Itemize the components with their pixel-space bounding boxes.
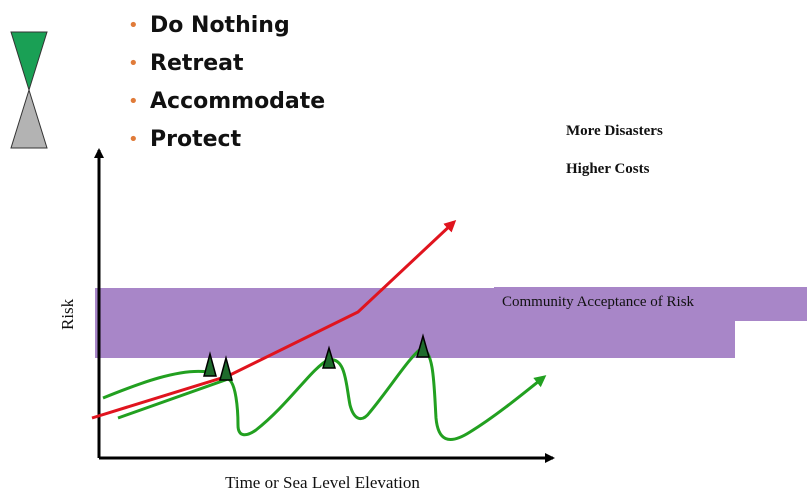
y-axis-label: Risk [58, 298, 77, 330]
band-label: Community Acceptance of Risk [502, 294, 695, 310]
option-label: Protect [150, 126, 242, 152]
adaptation-response-curve [117, 346, 547, 442]
note-more-disasters: More Disasters [566, 123, 663, 139]
option-label: Accommodate [150, 88, 326, 114]
disaster-marker [219, 355, 233, 381]
hourglass-bottom-triangle [10, 88, 48, 149]
x-axis-label-row: Time or Sea Level Elevation [0, 473, 807, 493]
list-item: • Do Nothing [128, 6, 325, 44]
note-higher-costs: Higher Costs [566, 161, 650, 177]
list-item: • Retreat [128, 44, 325, 82]
option-label: Do Nothing [150, 12, 290, 38]
list-item: • Protect [128, 120, 325, 158]
bullet-dot: • [128, 90, 139, 112]
x-axis-label: Time or Sea Level Elevation [225, 473, 420, 492]
band-label-box [494, 287, 807, 321]
adaptation-options-list: • Do Nothing • Retreat • Accommodate • Prote… [128, 6, 325, 158]
hourglass-top-triangle [10, 31, 48, 92]
early-response-curve [102, 369, 209, 400]
list-item: • Accommodate [128, 82, 325, 120]
bullet-dot: • [128, 14, 139, 36]
bullet-dot: • [128, 52, 139, 74]
option-label: Retreat [150, 50, 244, 76]
bullet-dot: • [128, 128, 139, 150]
